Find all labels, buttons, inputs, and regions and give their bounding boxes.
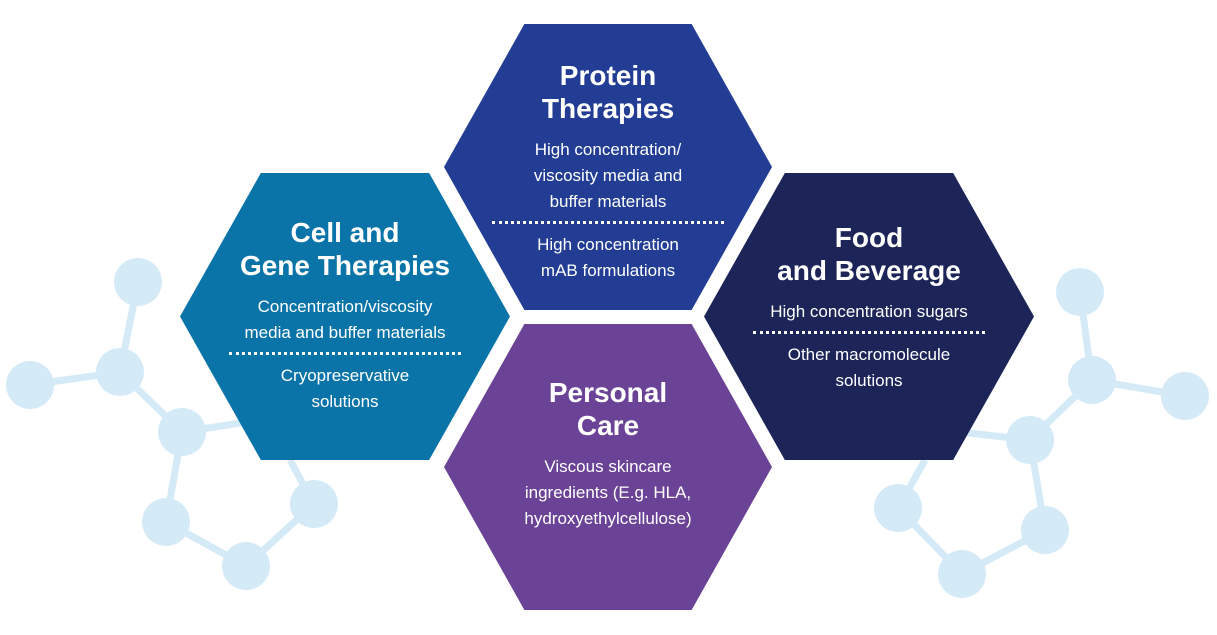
molecule-node [96, 348, 144, 396]
cell-gene-therapies-item-2: Cryopreservative solutions [280, 366, 410, 411]
molecule-node [6, 361, 54, 409]
dotted-divider [753, 331, 985, 334]
dotted-divider [492, 220, 724, 224]
hexagon-protein-therapies: Protein Therapies High concentration/ vi… [444, 24, 772, 310]
molecule-node [1021, 506, 1069, 554]
molecule-node [1068, 356, 1116, 404]
cell-gene-therapies-item-1: Concentration/viscosity media and buffer… [244, 297, 446, 342]
molecule-node [1056, 268, 1104, 316]
food-beverage-item-2: Other macromolecule solutions [787, 345, 951, 390]
personal-care-item-1: Viscous skincare ingredients (E.g. HLA, … [524, 457, 692, 528]
molecule-node [1161, 372, 1209, 420]
molecule-node [158, 408, 206, 456]
molecule-node [1006, 416, 1054, 464]
dotted-divider [229, 352, 461, 355]
molecule-node [114, 258, 162, 306]
personal-care-title: Personal Care [548, 377, 668, 441]
food-beverage-item-1: High concentration sugars [770, 302, 968, 321]
protein-therapies-item-1: High concentration/ viscosity media and … [533, 139, 683, 211]
molecule-node [222, 542, 270, 590]
hexagon-food-beverage: Food and Beverage High concentration sug… [704, 173, 1034, 460]
molecule-node [874, 484, 922, 532]
hexagon-cell-gene-therapies: Cell and Gene Therapies Concentration/vi… [180, 173, 510, 460]
protein-therapies-item-2: High concentration mAB formulations [537, 234, 679, 280]
molecule-node [290, 480, 338, 528]
molecule-node [938, 550, 986, 598]
protein-therapies-title: Protein Therapies [541, 59, 675, 124]
hexagon-personal-care: Personal Care Viscous skincare ingredien… [444, 324, 772, 610]
cell-gene-therapies-title: Cell and Gene Therapies [239, 217, 451, 281]
food-beverage-title: Food and Beverage [777, 222, 961, 286]
molecule-node [142, 498, 190, 546]
